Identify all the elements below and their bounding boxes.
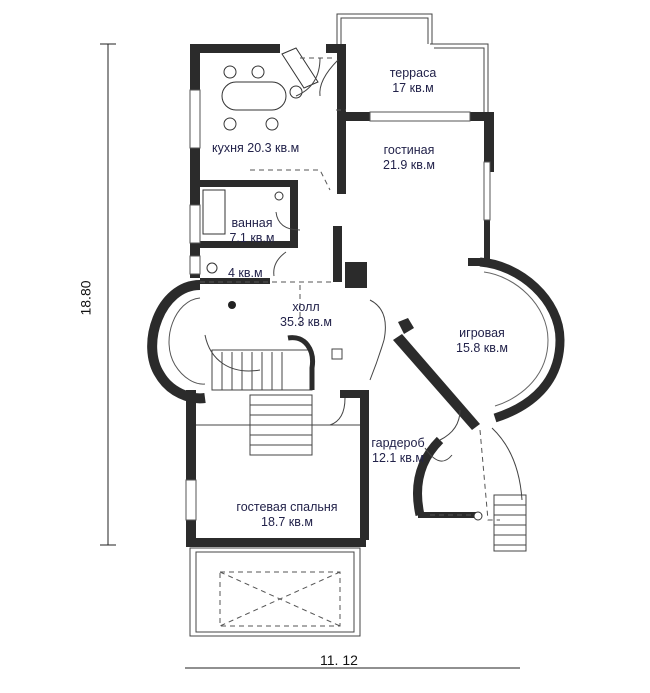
exterior-stair xyxy=(491,427,527,552)
wardrobe-marker xyxy=(473,511,483,521)
wardrobe-name: гардероб xyxy=(371,436,425,450)
staircase xyxy=(196,334,360,456)
hall-area: 35.3 кв.м xyxy=(280,315,332,329)
doors xyxy=(273,57,461,462)
playroom-name: игровая xyxy=(459,326,505,340)
hall-label: холл 35.3 кв.м xyxy=(270,300,342,330)
stair-tower xyxy=(147,280,206,404)
width-dimension-label: 11. 12 xyxy=(320,652,358,668)
bath-fixtures xyxy=(202,189,284,274)
wc-text: 4 кв.м xyxy=(228,266,263,280)
guest-bedroom-area: 18.7 кв.м xyxy=(261,515,313,529)
living-room-name: гостиная xyxy=(383,143,435,157)
windows xyxy=(185,89,491,521)
wardrobe-label: гардероб 12.1 кв.м xyxy=(366,436,430,466)
kitchen-label: кухня 20.3 кв.м xyxy=(212,141,299,156)
guest-bedroom-label: гостевая спальня 18.7 кв.м xyxy=(222,500,352,530)
wardrobe-area: 12.1 кв.м xyxy=(372,451,424,465)
living-room-label: гостиная 21.9 кв.м xyxy=(374,143,444,173)
kitchen-furniture xyxy=(221,47,319,131)
terrace-area: 17 кв.м xyxy=(392,81,434,95)
playroom-label: игровая 15.8 кв.м xyxy=(442,326,522,356)
hall-column xyxy=(331,348,343,360)
bathroom-area: 7.1 кв.м xyxy=(229,231,275,245)
terrace-name: терраса xyxy=(389,66,437,80)
height-dimension-text: 18.80 xyxy=(77,280,94,316)
height-dimension-label: 18.80 xyxy=(78,280,94,315)
dashed-lines xyxy=(200,57,500,521)
living-room-area: 21.9 кв.м xyxy=(383,158,435,172)
wc-label: 4 кв.м xyxy=(228,266,263,281)
hall-marker xyxy=(228,301,236,309)
playroom-area: 15.8 кв.м xyxy=(456,341,508,355)
terrace-area xyxy=(336,13,489,112)
width-dimension-text: 11. 12 xyxy=(320,652,358,668)
bathroom-name: ванная xyxy=(231,216,273,230)
terrace-label: терраса 17 кв.м xyxy=(378,66,448,96)
hall-name: холл xyxy=(292,300,320,314)
bathroom-label: ванная 7.1 кв.м xyxy=(222,216,282,246)
playroom-bay xyxy=(468,257,565,423)
kitchen-text: кухня 20.3 кв.м xyxy=(212,141,300,155)
guest-bedroom-name: гостевая спальня xyxy=(236,500,338,514)
carport xyxy=(189,547,361,637)
